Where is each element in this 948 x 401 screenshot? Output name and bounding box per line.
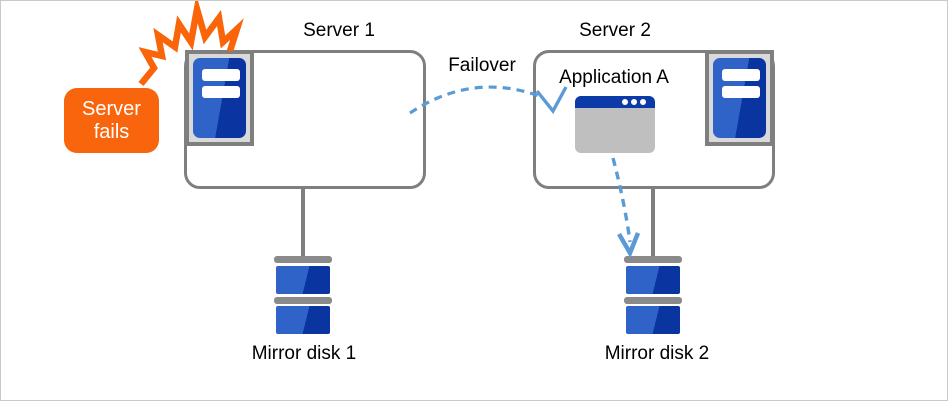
- tower-slot: [722, 86, 760, 98]
- failover-dashed-arrow: [409, 85, 543, 115]
- server-tower-icon: [705, 50, 774, 146]
- application-label: Application A: [559, 67, 669, 88]
- server-tower-body: [193, 58, 246, 138]
- server2-disk-connector: [651, 187, 655, 258]
- disk-platter: [276, 306, 330, 334]
- server2-title: Server 2: [579, 20, 651, 41]
- disk-cap: [274, 297, 332, 304]
- tower-slot: [202, 69, 240, 81]
- mirror-disk2-label: Mirror disk 2: [604, 343, 710, 364]
- titlebar-dot: [631, 99, 637, 105]
- server-tower-icon: [185, 50, 254, 146]
- disk-platter: [626, 266, 680, 294]
- server1-disk-connector: [301, 187, 305, 258]
- mirror-disk-icon: [274, 256, 332, 335]
- disk-cap: [274, 256, 332, 263]
- mirror-disk-icon: [624, 256, 682, 335]
- server-tower-body: [713, 58, 766, 138]
- tower-slot: [722, 69, 760, 81]
- failover-label: Failover: [448, 55, 516, 76]
- mirror-disk1-label: Mirror disk 1: [251, 343, 357, 364]
- app-window-icon: [575, 96, 655, 153]
- disk-platter: [276, 266, 330, 294]
- titlebar-dot: [640, 99, 646, 105]
- tower-slot: [202, 86, 240, 98]
- server-fails-line2: fails: [93, 120, 130, 143]
- server-fails-line1: Server: [82, 97, 141, 120]
- disk-platter: [626, 306, 680, 334]
- server1-title: Server 1: [303, 20, 375, 41]
- app-window-titlebar: [575, 96, 655, 108]
- titlebar-dot: [622, 99, 628, 105]
- server-fails-callout: Server fails: [64, 88, 159, 153]
- app-to-disk-arrowhead-icon: [617, 232, 641, 259]
- disk-cap: [624, 256, 682, 263]
- disk-cap: [624, 297, 682, 304]
